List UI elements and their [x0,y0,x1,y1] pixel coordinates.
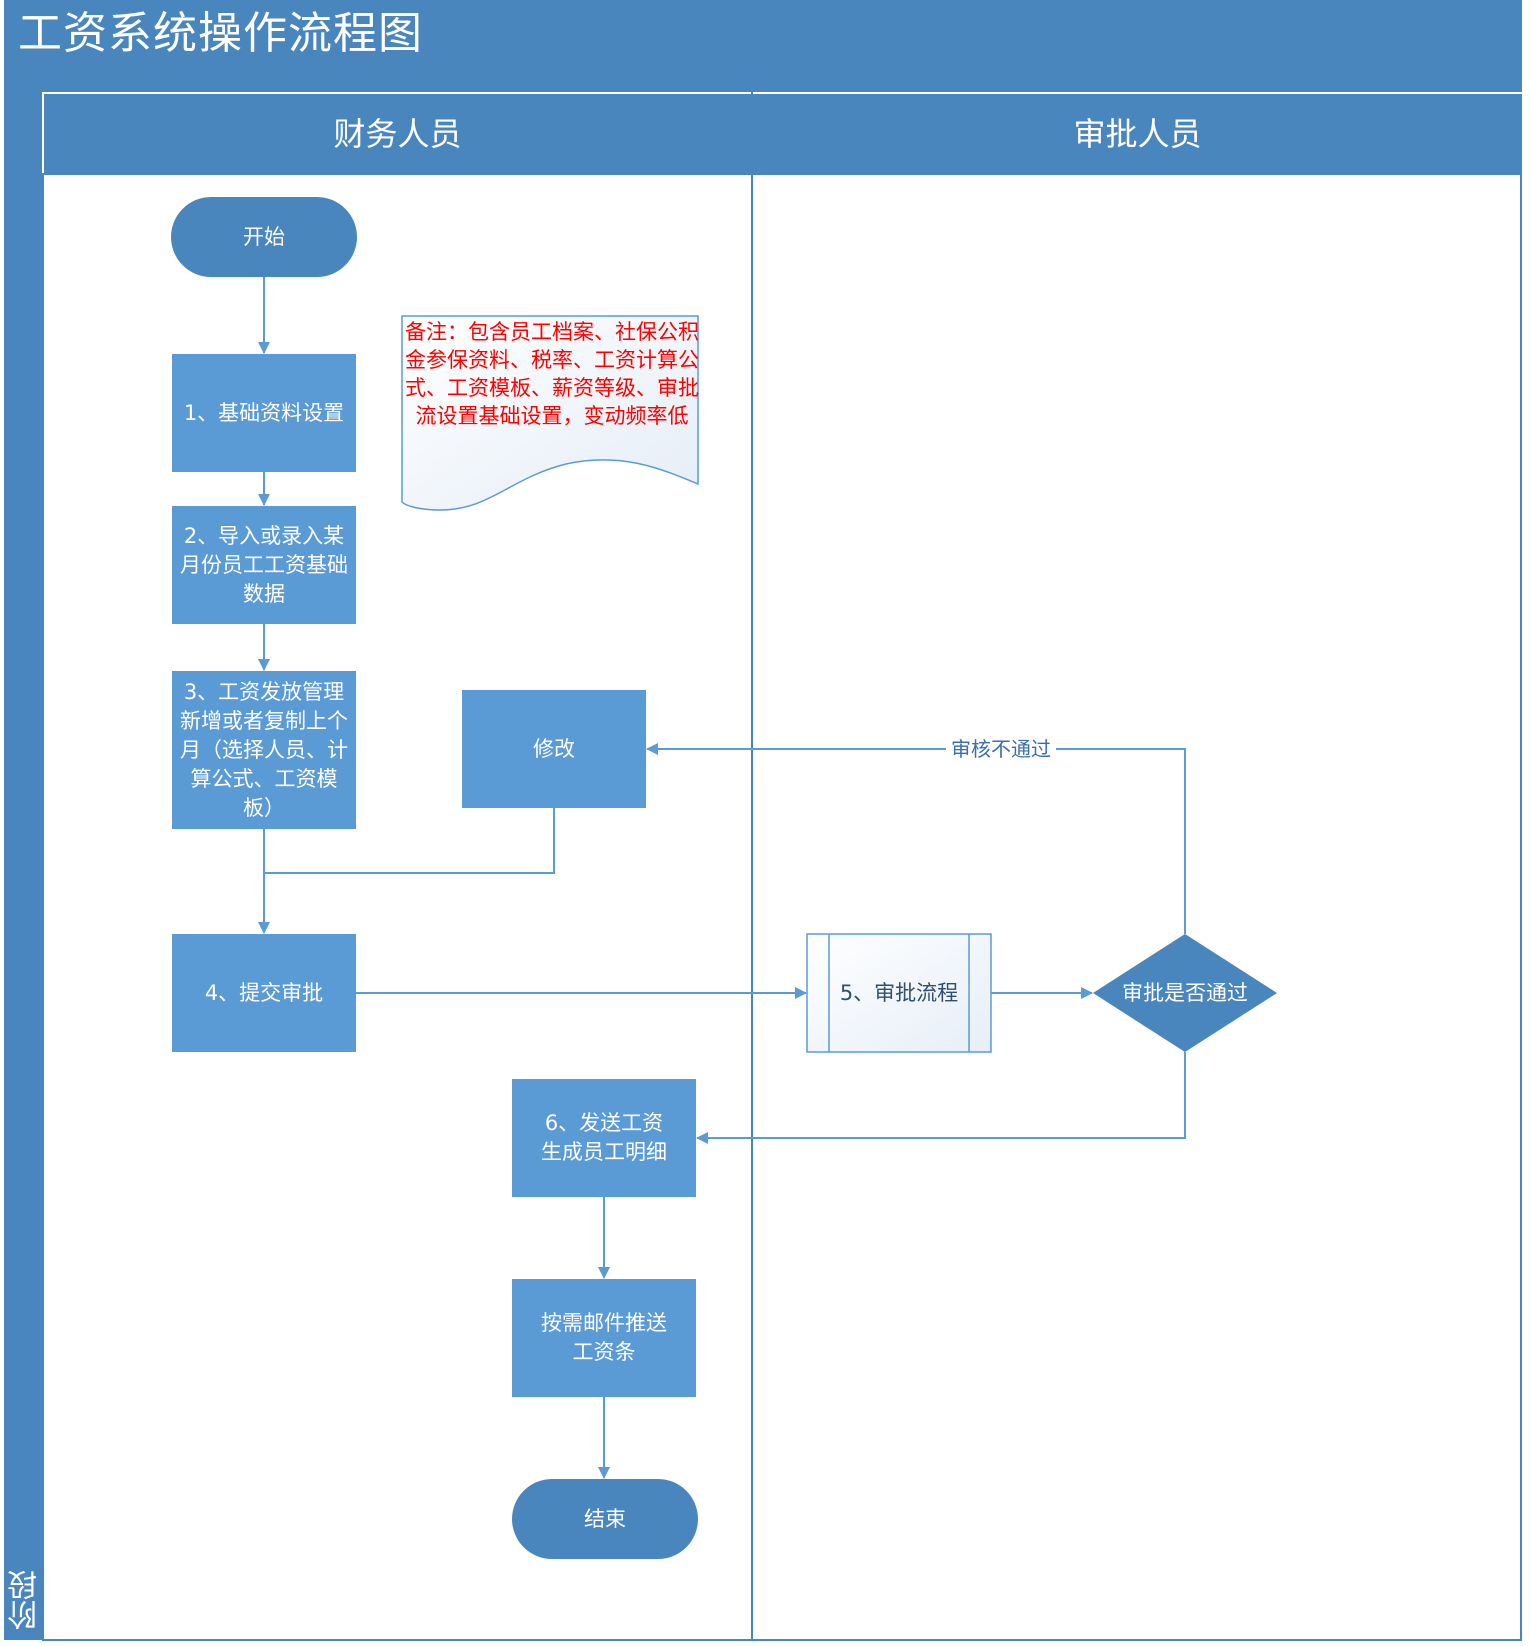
edge-approve-step6 [696,1052,1186,1144]
modify-box [462,690,646,808]
lane-header-finance [44,94,751,174]
lane-title-approval: 审批人员 [1073,115,1202,153]
step2-box [172,506,356,624]
note-shape [401,315,699,511]
edge-modify-step4 [264,808,555,874]
step2-label: 2、导入或录入某月份员工工资基础数据 [180,523,348,606]
end-label: 结束 [584,1506,626,1531]
step6-label: 6、发送工资生成员工明细 [541,1111,667,1164]
step5-subprocess [806,933,992,1053]
phase-column [4,92,42,1640]
step3-box [172,671,356,829]
start-label: 开始 [243,224,285,249]
step1-label: 1、基础资料设置 [183,400,345,425]
lane-header-approval [753,94,1522,174]
decision-diamond [1093,934,1277,1052]
step1-box [172,354,356,472]
step4-box [172,934,356,1052]
step5-label: 5、审批流程 [839,980,959,1005]
reject-edge-label: 审核不通过 [946,735,1056,763]
step4-label: 4、提交审批 [204,980,324,1005]
title-bar [4,0,1522,92]
note-text: 备注：包含员工档案、社保公积金参保资料、税率、工资计算公式、工资模板、薪资等级、… [405,320,699,428]
lane-title-finance: 财务人员 [333,115,462,153]
email-box [512,1279,696,1397]
edge-reject-modify [646,743,1186,934]
start-node [171,197,357,277]
lane-frame [42,173,1522,1641]
end-node [512,1479,698,1559]
step3-label: 3、工资发放管理新增或者复制上个月（选择人员、计算公式、工资模板） [180,679,348,820]
page-title: 工资系统操作流程图 [18,8,423,59]
step6-box [512,1079,696,1197]
phase-label: 阶段 [8,1570,43,1630]
decision-label: 审批是否通过 [1122,980,1248,1005]
modify-label: 修改 [533,736,575,761]
email-label: 按需邮件推送工资条 [541,1311,667,1364]
